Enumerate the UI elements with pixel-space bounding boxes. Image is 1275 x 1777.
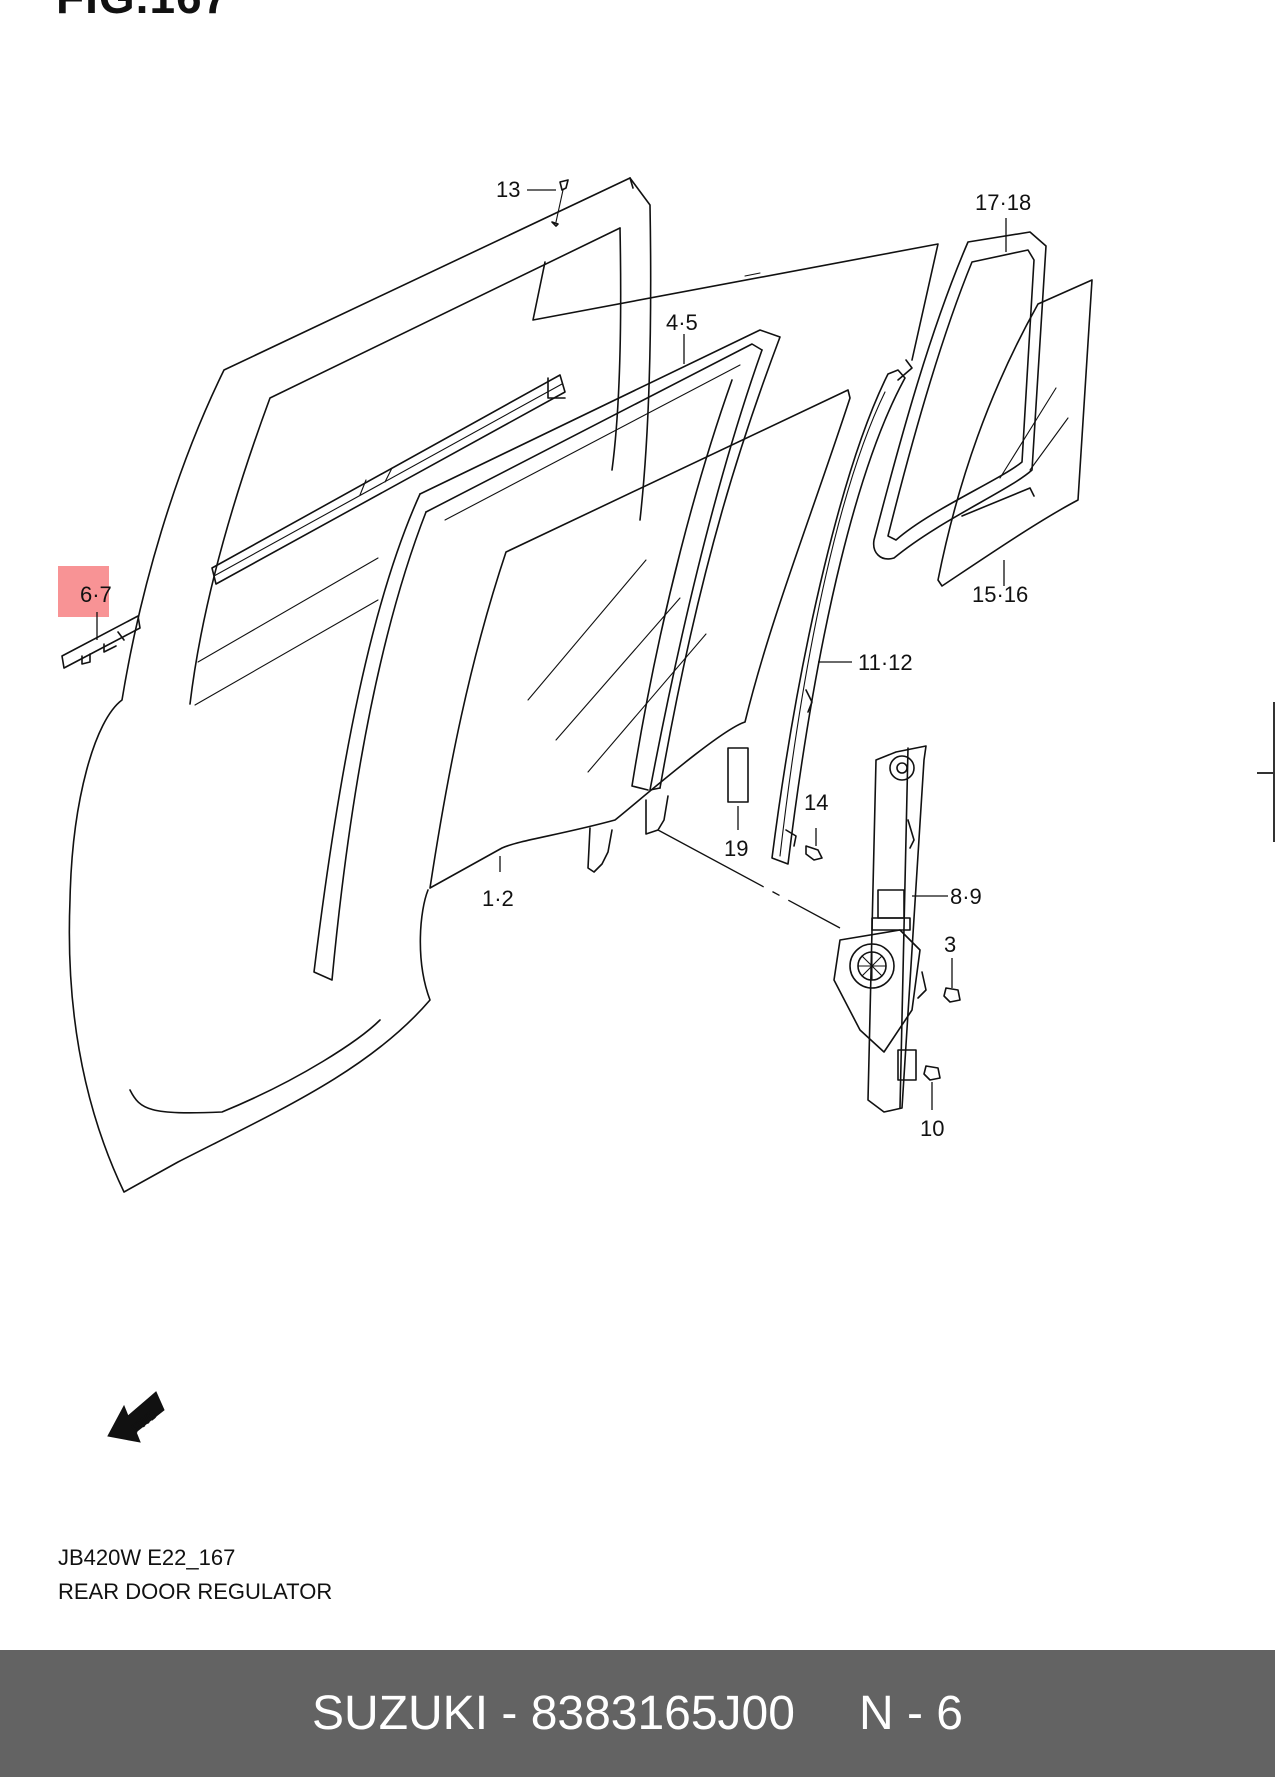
callout-6-7: 6·7 <box>80 582 112 607</box>
fwd-arrow-icon: FWD <box>107 1391 165 1443</box>
part-11-12-rear-channel <box>771 359 913 865</box>
part-10-bolt <box>923 1065 941 1081</box>
figure-meta: JB420W E22_167 REAR DOOR REGULATOR <box>58 1541 332 1609</box>
callout-11-12: 11·12 <box>858 650 913 675</box>
part-4-5-run-channel <box>313 329 781 981</box>
part-3-bolt <box>943 987 961 1003</box>
callout-14: 14 <box>804 790 828 815</box>
callout-4-5: 4·5 <box>666 310 698 335</box>
part-13-screw <box>551 179 569 227</box>
callout-8-9: 8·9 <box>950 884 982 909</box>
callout-1-2: 1·2 <box>482 886 514 911</box>
footer-position: N - 6 <box>858 1687 963 1740</box>
door-shell <box>68 177 939 1193</box>
part-14-bolt <box>805 845 823 861</box>
part-8-9-regulator <box>833 745 927 1113</box>
highlight-marker-6-7 <box>58 566 109 617</box>
callout-17-18: 17·18 <box>975 190 1031 215</box>
leader-lines <box>96 189 1007 1110</box>
figure-code: JB420W E22_167 <box>58 1545 236 1570</box>
part-6-7-garnish <box>61 615 141 669</box>
callout-15-16: 15·16 <box>972 582 1028 607</box>
part-15-16-quarter-glass <box>937 279 1093 587</box>
callout-13: 13 <box>496 177 520 202</box>
callout-19: 19 <box>724 836 748 861</box>
figure-caption: REAR DOOR REGULATOR <box>58 1579 333 1604</box>
footer-bar: SUZUKI - 8383165J00 N - 6 <box>0 1650 1275 1777</box>
part-19-pad <box>727 747 749 803</box>
edge-tick <box>1257 772 1275 774</box>
part-17-18-weatherstrip <box>872 231 1047 560</box>
part-1-2-door-glass <box>429 389 851 889</box>
callout-3: 3 <box>944 932 956 957</box>
figure-title: FIG.167 <box>56 0 229 24</box>
footer-part-info: SUZUKI - 8383165J00 <box>312 1687 795 1740</box>
callout-10: 10 <box>920 1116 944 1141</box>
